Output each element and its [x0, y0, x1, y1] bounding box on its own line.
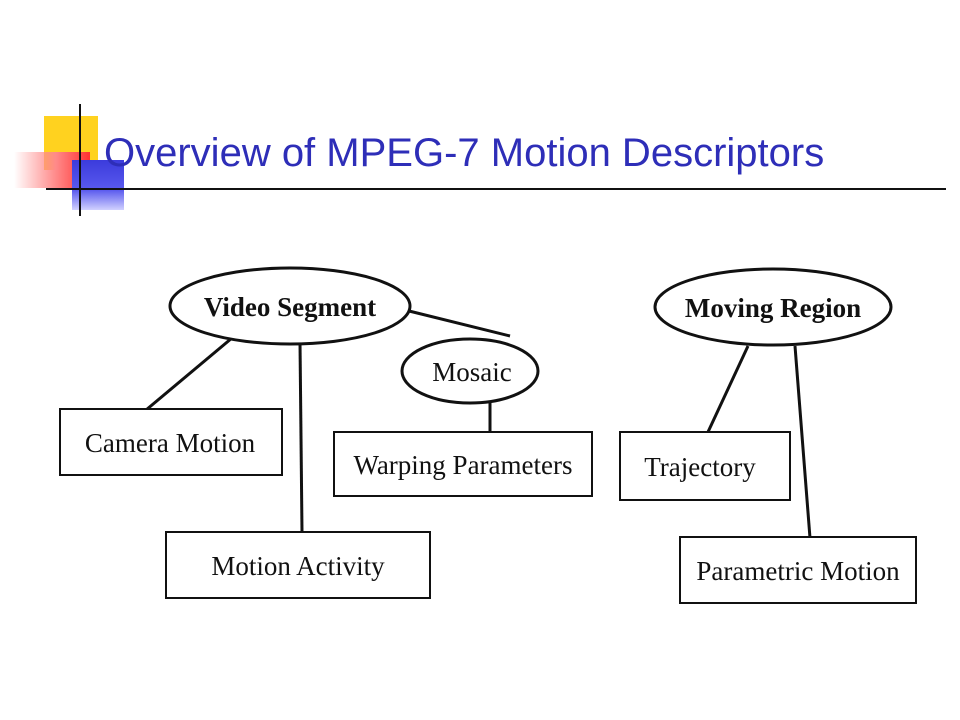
mosaic-ellipse	[400, 337, 540, 405]
parametric-motion-label: Parametric Motion	[696, 556, 900, 586]
trajectory-box	[619, 431, 791, 501]
trajectory-label: Trajectory	[644, 452, 756, 482]
node-parametric-motion: Parametric Motion	[679, 536, 917, 604]
node-trajectory: Trajectory	[619, 431, 791, 501]
node-warping-parameters: Warping Parameters	[333, 431, 593, 497]
video-segment-ellipse	[168, 266, 412, 346]
node-camera-motion: Camera Motion	[59, 408, 283, 476]
node-moving-region: Moving Region	[653, 267, 893, 347]
slide-title: Overview of MPEG-7 Motion Descriptors	[104, 131, 825, 175]
mosaic-label: Mosaic	[432, 357, 512, 387]
parametric-motion-box	[679, 536, 917, 604]
camera-motion-box	[59, 408, 283, 476]
node-motion-activity: Motion Activity	[165, 531, 431, 599]
edge-region-trajectory	[706, 345, 750, 433]
diagram-connectors	[145, 308, 812, 539]
warping-parameters-box	[333, 431, 593, 497]
warping-parameters-label: Warping Parameters	[354, 450, 573, 480]
node-video-segment: Video Segment	[168, 266, 412, 346]
motion-activity-label: Motion Activity	[211, 551, 385, 581]
moving-region-label: Moving Region	[685, 293, 861, 323]
edge-video-camera	[145, 336, 233, 412]
video-segment-label: Video Segment	[204, 292, 376, 322]
node-mosaic: Mosaic	[400, 337, 540, 405]
moving-region-ellipse	[653, 267, 893, 347]
camera-motion-label: Camera Motion	[85, 428, 256, 458]
edge-region-parametric	[793, 345, 812, 539]
edge-video-activity	[298, 341, 304, 533]
decorative-vertical-line	[79, 104, 81, 216]
edge-video-mosaic	[404, 308, 511, 338]
motion-activity-box	[165, 531, 431, 599]
title-underline	[46, 188, 946, 190]
